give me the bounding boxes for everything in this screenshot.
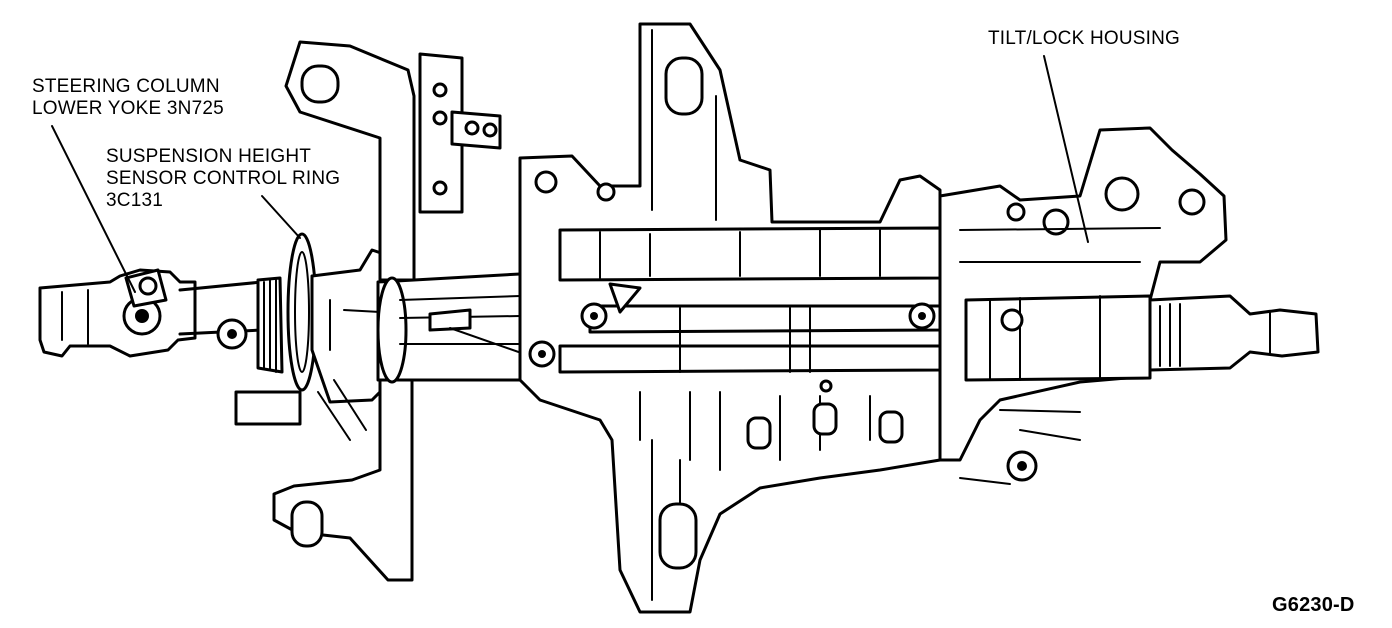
label-tilt-lock-housing: TILT/LOCK HOUSING [988,28,1181,49]
leader-lower-yoke [51,125,136,293]
lower-yoke-joint [38,268,264,358]
figure-id: G6230-D [1272,594,1355,616]
mounting-bracket [272,40,502,582]
label-suspension-height-sensor-control-ring: SUSPENSION HEIGHT SENSOR CONTROL RING 3C… [106,146,341,211]
lower-bearing-area [234,232,394,441]
tilt-lock-housing [938,126,1320,485]
column-housing [518,22,942,614]
column-tube [376,272,542,384]
leader-lines [51,55,1089,293]
leader-tilt-lock [1043,55,1089,243]
label-steering-column-lower-yoke: STEERING COLUMN LOWER YOKE 3N725 [32,76,224,119]
leader-control-ring [261,195,301,239]
